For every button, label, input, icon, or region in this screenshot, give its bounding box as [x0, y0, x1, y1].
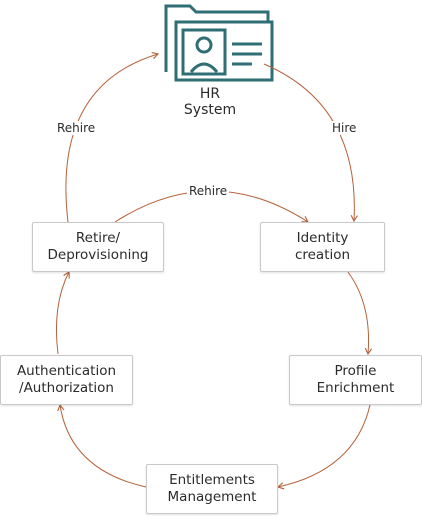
profile-enrichment-line1: Profile — [334, 363, 377, 379]
auth-to-retire-arrow — [55, 270, 70, 355]
authentication-authorization-node: Authentication /Authorization — [0, 355, 133, 405]
profile-enrichment-node: Profile Enrichment — [289, 355, 422, 405]
rehire-inner-label: Rehire — [187, 184, 230, 198]
identity-creation-node: Identity creation — [260, 222, 385, 272]
hr-system-label-line1: HR — [199, 86, 221, 102]
retire-deprovisioning-node: Retire/ Deprovisioning — [32, 222, 164, 272]
identity-creation-line1: Identity — [296, 230, 349, 246]
retire-deprovisioning-line2: Deprovisioning — [47, 247, 149, 263]
entitlements-management-line2: Management — [167, 489, 257, 505]
entitlements-to-auth-arrow — [57, 403, 147, 488]
entitlements-management-line1: Entitlements — [169, 472, 255, 488]
rehire-outer-arrow — [65, 52, 160, 223]
authentication-authorization-line1: Authentication — [16, 363, 117, 379]
hr-system-folder-icon — [164, 4, 274, 82]
authentication-authorization-line2: /Authorization — [19, 380, 114, 396]
hr-system-label-line2: System — [183, 102, 237, 118]
rehire-outer-label: Rehire — [55, 121, 98, 135]
identity-to-profile-arrow — [347, 271, 373, 356]
hire-arrow — [263, 63, 358, 223]
profile-to-entitlements-arrow — [276, 404, 371, 490]
entitlements-management-node: Entitlements Management — [146, 464, 278, 514]
retire-deprovisioning-line1: Retire/ — [75, 230, 121, 246]
profile-enrichment-line2: Enrichment — [316, 380, 395, 396]
hire-label: Hire — [330, 121, 359, 135]
hr-system-label: HR System — [160, 86, 260, 118]
identity-creation-line2: creation — [294, 247, 351, 263]
